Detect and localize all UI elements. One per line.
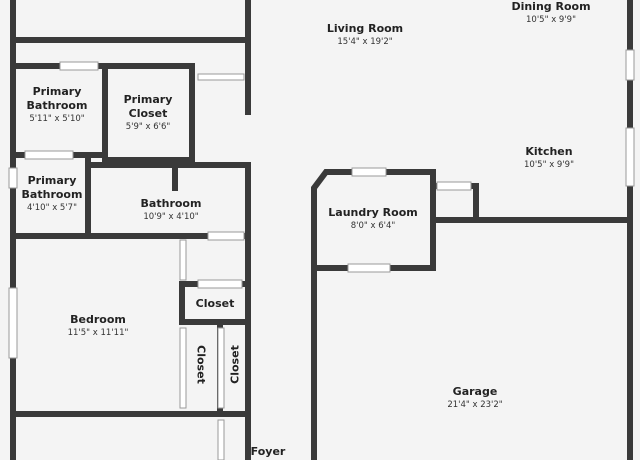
room-dimensions: 10'9" x 4'10" [143,212,199,222]
room-dimensions: 8'0" x 6'4" [350,221,396,231]
room-bathroom: Bathroom 10'9" x 4'10" [141,197,202,223]
room-laundry: Laundry Room 8'0" x 6'4" [328,206,417,232]
room-name-line2: Closet [128,107,168,120]
room-bedroom: Bedroom 11'5" x 11'11" [68,313,129,339]
room-name-line1: Primary [32,85,82,98]
room-closet-right: Closet [228,345,242,384]
room-name: Closet [195,297,235,310]
room-name-line1: Primary [27,174,77,187]
room-kitchen: Kitchen 10'5" x 9'9" [524,145,574,171]
room-name: Living Room [326,22,404,35]
room-name: Laundry Room [328,206,418,219]
room-primary-bathroom-2: Primary Bathroom 4'10" x 5'7" [22,174,83,214]
room-dimensions: 11'5" x 11'11" [67,328,129,338]
room-foyer: Foyer [251,445,286,459]
room-name-line1: Primary [123,93,173,106]
room-name: Dining Room [511,0,591,13]
room-name: Kitchen [525,145,573,158]
room-name: Garage [452,385,498,398]
room-primary-bathroom-1: Primary Bathroom 5'11" x 5'10" [27,85,88,125]
room-dimensions: 5'11" x 5'10" [29,114,85,124]
room-dimensions: 15'4" x 19'2" [337,37,393,47]
room-dining: Dining Room 10'5" x 9'9" [511,0,590,26]
room-dimensions: 10'5" x 9'9" [524,160,574,170]
room-dimensions: 21'4" x 23'2" [447,400,503,410]
room-living: Living Room 15'4" x 19'2" [327,22,403,48]
room-name-line2: Bathroom [21,188,83,201]
room-name: Bathroom [140,197,202,210]
room-garage: Garage 21'4" x 23'2" [447,385,502,411]
room-dimensions: 5'9" x 6'6" [125,122,171,132]
room-name: Foyer [250,445,286,458]
room-dimensions: 10'5" x 9'9" [526,15,576,25]
room-closet-top: Closet [196,297,235,311]
room-closet-left: Closet [194,345,208,384]
room-dimensions: 4'10" x 5'7" [27,203,77,213]
room-name-line2: Bathroom [26,99,88,112]
room-name: Bedroom [70,313,126,326]
room-primary-closet: Primary Closet 5'9" x 6'6" [124,93,173,133]
